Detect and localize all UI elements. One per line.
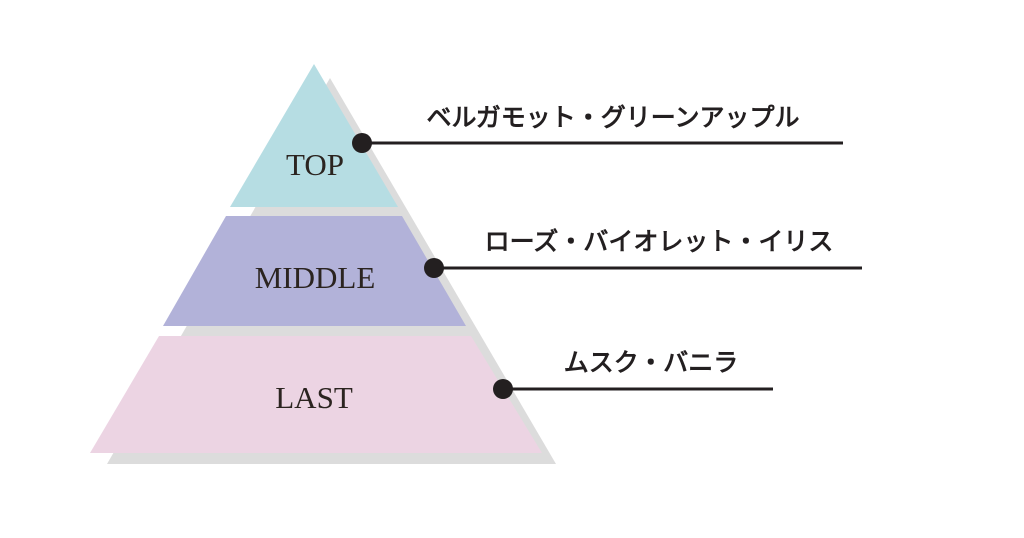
last-note-text: ムスク・バニラ bbox=[564, 348, 739, 377]
top-note-dot bbox=[352, 133, 372, 153]
top-note-text: ベルガモット・グリーンアップル bbox=[426, 103, 799, 132]
middle-note-text: ローズ・バイオレット・イリス bbox=[485, 227, 834, 256]
tier-middle-label: MIDDLE bbox=[255, 260, 376, 295]
middle-note-dot bbox=[424, 258, 444, 278]
tier-middle-shape bbox=[163, 216, 466, 326]
tier-top-shape bbox=[230, 64, 398, 207]
tier-top-label: TOP bbox=[286, 147, 344, 182]
tier-last-label: LAST bbox=[275, 380, 353, 415]
last-note-dot bbox=[493, 379, 513, 399]
tier-last-shape bbox=[90, 336, 542, 453]
